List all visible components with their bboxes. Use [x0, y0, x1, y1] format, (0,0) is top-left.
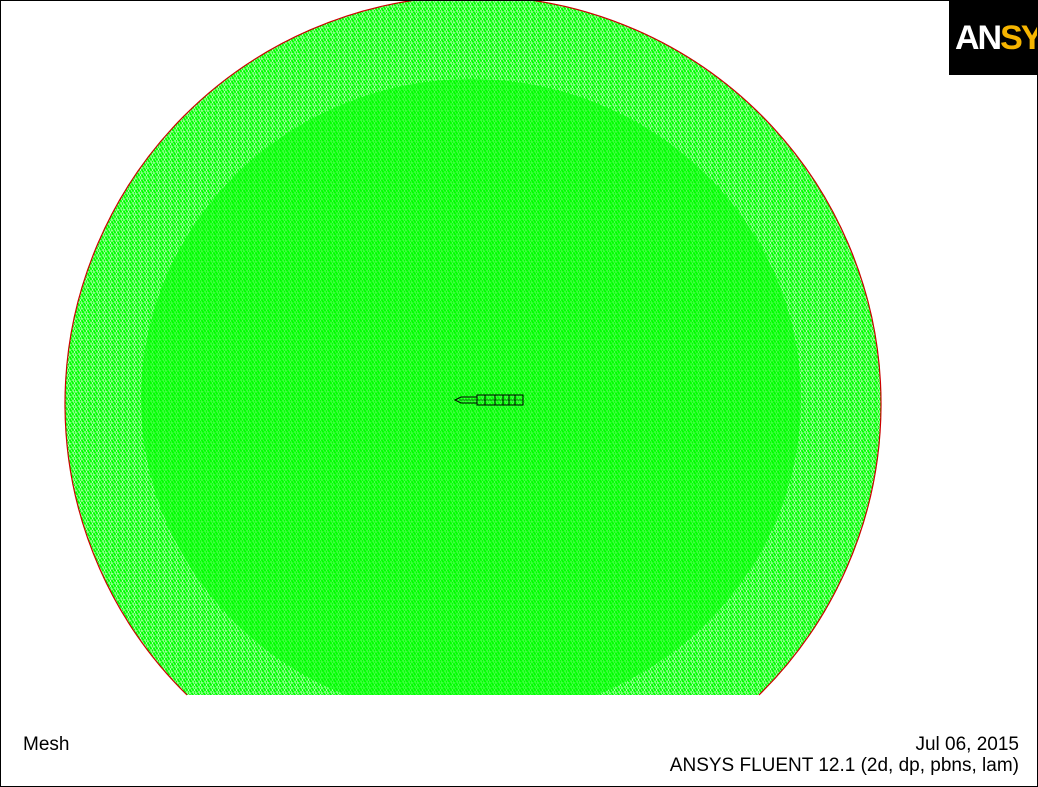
caption-info: Jul 06, 2015 ANSYS FLUENT 12.1 (2d, dp, … — [670, 734, 1019, 776]
ansys-logo-icon: ANSYS — [949, 1, 1037, 75]
projectile-body-icon — [453, 394, 524, 406]
plot-title: Mesh — [23, 734, 70, 755]
mesh-dense-region — [141, 79, 801, 696]
solver-info: ANSYS FLUENT 12.1 (2d, dp, pbns, lam) — [669, 755, 1019, 776]
domain-boundary — [64, 1, 882, 696]
plot-date: Jul 06, 2015 — [915, 734, 1019, 755]
logo-text: ANSYS — [955, 18, 1037, 57]
